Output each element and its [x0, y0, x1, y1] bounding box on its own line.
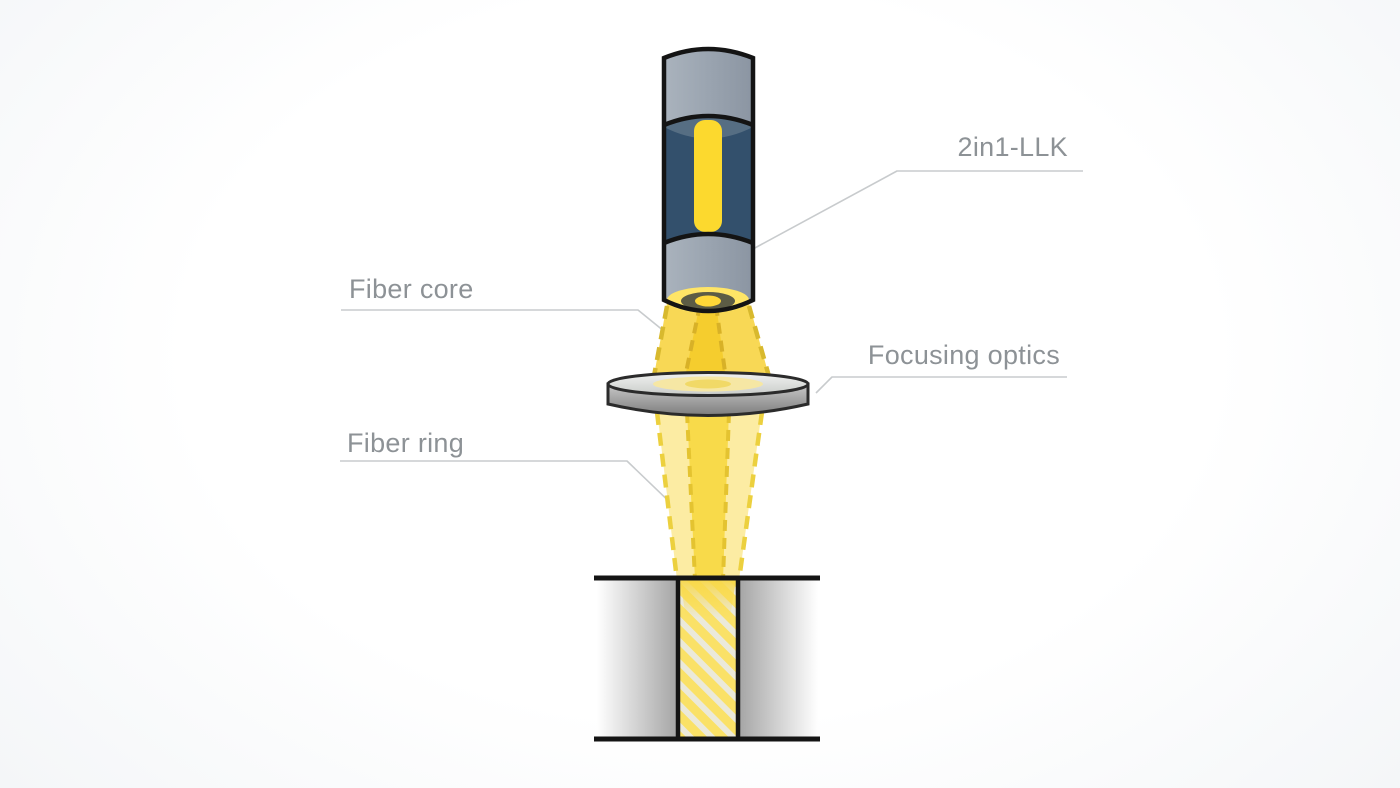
label-fiber-core: Fiber core: [349, 274, 474, 305]
connector-joint-lower: [663, 231, 754, 246]
fiber-core-leader-line: [341, 309, 703, 363]
core-beam-edge-left: [681, 304, 702, 388]
focusing-optics-leader-line: [815, 376, 1067, 394]
beam-below-lens: [654, 410, 765, 581]
label-focusing-optics-text: Focusing optics: [867, 340, 1060, 370]
keyhole-entry-glow: [680, 580, 736, 618]
label-2in1-llk: 2in1-LLK: [843, 132, 1068, 163]
focusing-lens: [606, 371, 810, 417]
llk-leader-line: [752, 170, 1083, 250]
core-beam-edge-right: [714, 304, 729, 388]
ring-beam-edge-right: [736, 411, 765, 581]
lens-core-tint: [685, 379, 731, 389]
core-beam-below: [687, 410, 729, 580]
fiber-ring-leader-line: [340, 460, 680, 512]
workpiece-right-block: [738, 580, 818, 738]
label-focusing-optics: Focusing optics: [832, 340, 1060, 371]
workpiece-left-block: [597, 580, 678, 738]
core-beam-edge-right: [721, 411, 731, 581]
label-2in1-llk-text: 2in1-LLK: [957, 132, 1068, 162]
fiber-cable-connector: [661, 46, 756, 314]
fiber-core-face: [695, 295, 721, 307]
fiber-core-stripe: [694, 120, 722, 232]
label-fiber-ring: Fiber ring: [347, 428, 464, 459]
label-fiber-core-text: Fiber core: [349, 274, 474, 304]
ring-beam-edge-left: [654, 411, 680, 581]
connector-outline: [661, 46, 756, 314]
workpiece: [594, 575, 820, 742]
core-beam-edge-left: [685, 411, 697, 581]
label-fiber-ring-text: Fiber ring: [347, 428, 465, 458]
core-beam-above: [683, 303, 727, 387]
connector-top-section: [664, 49, 753, 125]
connector-joint-upper: [663, 113, 754, 128]
